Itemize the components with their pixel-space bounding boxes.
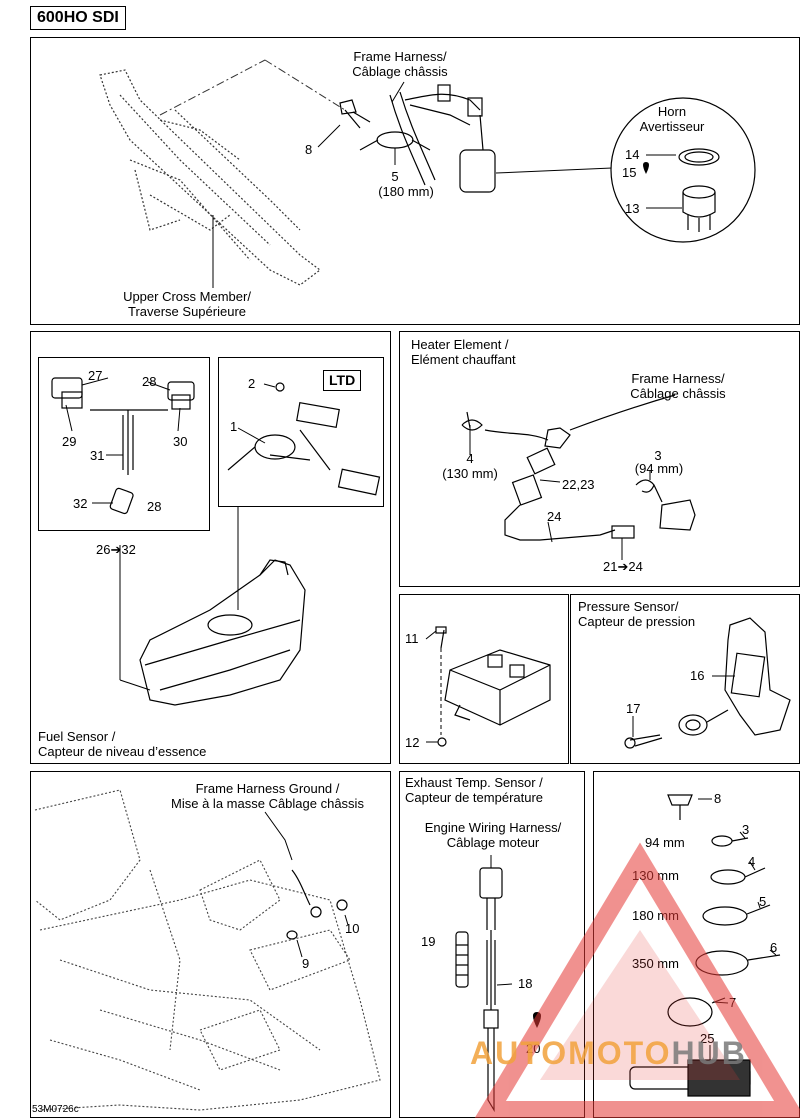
upper-cross-label-line2: Traverse Supérieure (127, 304, 246, 319)
callout-5: 5 (391, 169, 399, 184)
horn-label-line2: Avertisseur (639, 119, 705, 134)
callout-15: 15 (622, 165, 637, 180)
callout-3: 3 (654, 448, 662, 463)
document-code: 53M0726c (32, 1104, 79, 1115)
fuel-connector-inset (38, 357, 210, 531)
diagram-title: 600HO SDI (30, 6, 126, 30)
frame-harness-label-line1: Frame Harness/ (353, 49, 447, 64)
ground-label-line1: Frame Harness Ground / (195, 781, 340, 796)
horn-label-line1: Horn (657, 104, 687, 119)
exhaust-label-line1: Exhaust Temp. Sensor / (405, 775, 543, 790)
watermark-left: AUTOMOTO (470, 1035, 672, 1071)
hw-callout-25: 25 (700, 1031, 715, 1046)
callout-28a: 28 (142, 374, 157, 389)
heater-frame-harness-line1: Frame Harness/ (631, 371, 725, 386)
callout-2: 2 (248, 376, 256, 391)
callout-1: 1 (230, 419, 238, 434)
fuel-illustration (51, 377, 381, 706)
engine-harness-label: Engine Wiring Harness/ Câblage moteur (408, 820, 578, 850)
fuel-sensor-label-line1: Fuel Sensor / (38, 729, 116, 744)
frame-harness-label: Frame Harness/ Câblage châssis (340, 49, 460, 79)
callout-31: 31 (90, 448, 105, 463)
callout-28b: 28 (147, 499, 162, 514)
hw-callout-6: 6 (770, 940, 778, 955)
frame-illustration (99, 59, 756, 288)
heater-frame-harness-line2: Câblage châssis (630, 386, 726, 401)
hw-callout-3: 3 (742, 822, 750, 837)
exhaust-label-line2: Capteur de température (405, 790, 544, 805)
pressure-illustration (624, 617, 791, 749)
fuel-range-callout: 26➔32 (96, 542, 136, 557)
engine-harness-line2: Câblage moteur (446, 835, 540, 850)
fuse-box-illustration (425, 626, 551, 747)
fuse-box-panel (399, 594, 569, 764)
callout-19: 19 (421, 934, 436, 949)
hw-callout-4: 4 (748, 854, 756, 869)
pressure-label-line2: Capteur de pression (578, 614, 696, 629)
exhaust-sensor-label: Exhaust Temp. Sensor / Capteur de tempér… (405, 775, 543, 805)
callout-8: 8 (305, 142, 313, 157)
callout-4: 4 (466, 451, 474, 466)
pressure-sensor-label: Pressure Sensor/ Capteur de pression (578, 599, 695, 629)
fuel-sensor-label-line2: Capteur de niveau d’essence (38, 744, 207, 759)
heater-frame-harness-label: Frame Harness/ Câblage châssis (616, 371, 740, 401)
callout-16: 16 (690, 668, 705, 683)
ltd-badge: LTD (323, 370, 362, 391)
frame-harness-label-line2: Câblage châssis (352, 64, 448, 79)
upper-cross-member-label: Upper Cross Member/ Traverse Supérieure (102, 289, 272, 319)
callout-13: 13 (625, 201, 640, 216)
callout-24: 24 (547, 509, 562, 524)
heater-label-line1: Heater Element / (411, 337, 509, 352)
ground-label-line2: Mise à la masse Câblage châssis (171, 796, 364, 811)
hw-size-350: 350 mm (632, 956, 679, 971)
pressure-label-line1: Pressure Sensor/ (578, 599, 679, 614)
heater-illustration (461, 394, 696, 560)
heater-element-label: Heater Element / Elément chauffant (411, 337, 516, 367)
callout-27: 27 (88, 368, 103, 383)
watermark-logo: AUTOMOTOHUB (470, 1035, 747, 1072)
callout-30: 30 (173, 434, 188, 449)
horn-label: Horn Avertisseur (622, 104, 722, 134)
heater-range-callout: 21➔24 (603, 559, 643, 574)
heater-element-panel (399, 331, 800, 587)
heater-label-line2: Elément chauffant (411, 352, 516, 367)
callout-4-size: (130 mm) (442, 466, 498, 481)
callout-29: 29 (62, 434, 77, 449)
engine-harness-line1: Engine Wiring Harness/ (424, 820, 562, 835)
callout-18: 18 (518, 976, 533, 991)
callout-14: 14 (625, 147, 640, 162)
hw-callout-8: 8 (714, 791, 722, 806)
callout-12: 12 (405, 735, 420, 750)
callout-10: 10 (345, 921, 360, 936)
callout-5-size: (180 mm) (378, 184, 434, 199)
fuel-sensor-label: Fuel Sensor / Capteur de niveau d’essenc… (38, 729, 206, 759)
callout-9: 9 (302, 956, 310, 971)
callout-11: 11 (405, 631, 419, 646)
ground-label: Frame Harness Ground / Mise à la masse C… (145, 781, 390, 811)
exhaust-sensor-panel (399, 771, 585, 1118)
upper-cross-label-line1: Upper Cross Member/ (123, 289, 251, 304)
watermark-right: HUB (671, 1035, 747, 1071)
callout-22-23: 22,23 (562, 477, 595, 492)
callout-17: 17 (626, 701, 641, 716)
callout-32: 32 (73, 496, 88, 511)
callout-3-size: (94 mm) (634, 461, 684, 476)
hw-callout-5: 5 (759, 894, 767, 909)
hw-size-94: 94 mm (645, 835, 685, 850)
